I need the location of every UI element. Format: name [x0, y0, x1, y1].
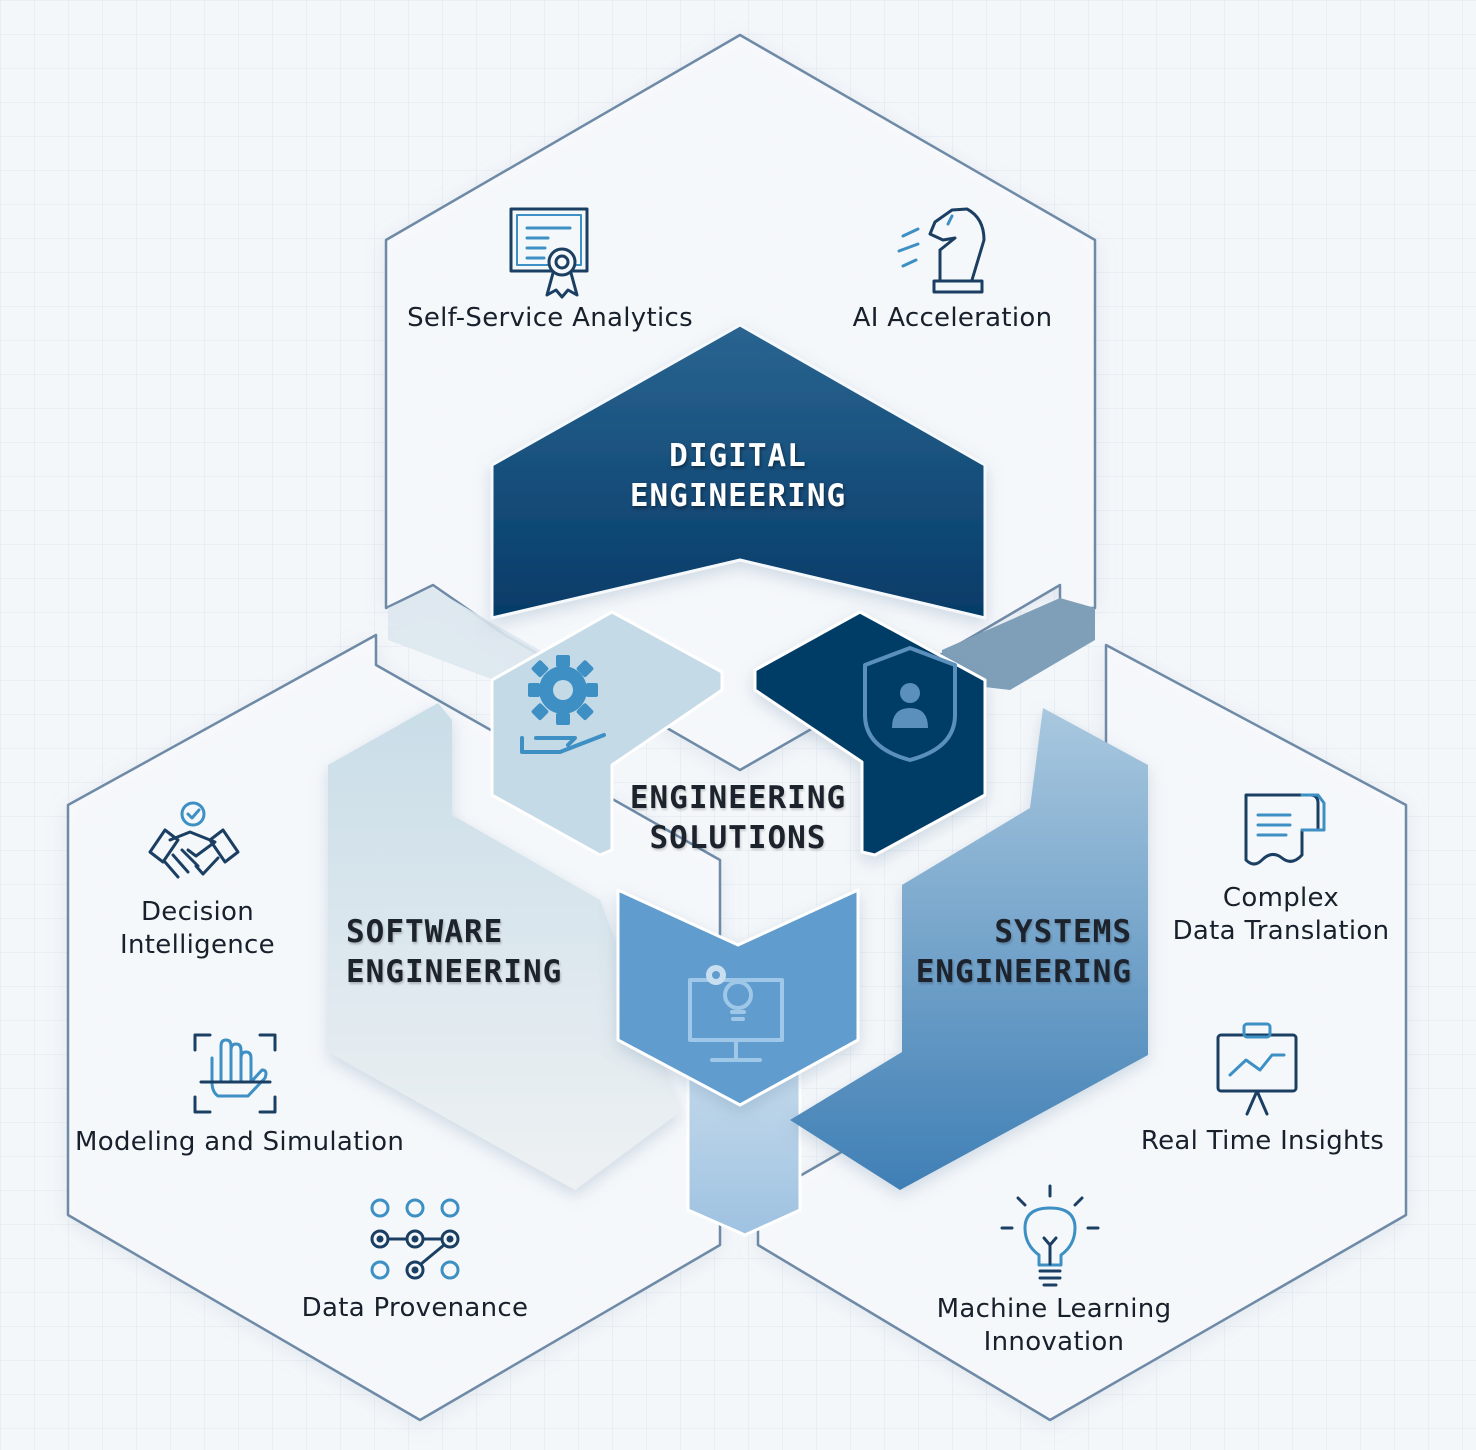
caption-ai-acceleration: AI Acceleration [830, 302, 1075, 335]
caption-complex-data-translation: Complex Data Translation [1165, 882, 1397, 948]
systems-title-line2: ENGINEERING [915, 954, 1132, 990]
systems-pillar [790, 708, 1148, 1190]
digital-pillar [490, 323, 987, 620]
monitor-tile [616, 888, 860, 1107]
software-title-line1: SOFTWARE [346, 914, 504, 950]
software-engineering-title: SOFTWARE ENGINEERING [346, 912, 562, 992]
caption-line: Decision [140, 897, 255, 927]
caption-decision-intelligence: Decision Intelligence [90, 896, 305, 962]
systems-title-line1: SYSTEMS [994, 914, 1132, 950]
chess-knight-icon [897, 207, 986, 294]
digital-title-line2: ENGINEERING [629, 478, 847, 514]
caption-line: Real Time Insights [1140, 1126, 1385, 1156]
caption-line: Complex [1222, 883, 1340, 913]
monitor-idea-icon [688, 965, 784, 1062]
center-title-line2: SOLUTIONS [649, 820, 827, 856]
caption-data-provenance: Data Provenance [295, 1292, 535, 1325]
caption-line: AI Acceleration [852, 303, 1053, 333]
caption-line: Machine Learning [936, 1294, 1172, 1324]
center-title: ENGINEERING SOLUTIONS [600, 778, 876, 858]
caption-line: Data Provenance [301, 1293, 529, 1323]
gear-hand-icon [520, 655, 606, 754]
caption-line: Intelligence [120, 930, 275, 960]
caption-line: Self-Service Analytics [407, 303, 693, 333]
digital-title-line1: DIGITAL [669, 438, 807, 474]
caption-self-service-analytics: Self-Service Analytics [390, 302, 710, 335]
software-title-line2: ENGINEERING [346, 954, 563, 990]
systems-engineering-title: SYSTEMS ENGINEERING [900, 912, 1132, 992]
digital-engineering-title: DIGITAL ENGINEERING [600, 436, 876, 516]
presentation-chart-icon [1216, 1022, 1298, 1116]
caption-line: Data Translation [1172, 916, 1390, 946]
caption-line: Innovation [983, 1327, 1125, 1357]
handshake-icon [148, 801, 240, 879]
node-grid-icon [370, 1198, 460, 1280]
shield-person-icon [863, 646, 957, 762]
document-scroll-icon [1244, 793, 1326, 866]
connector-right [942, 598, 1095, 690]
center-title-line1: ENGINEERING [629, 780, 847, 816]
hand-scan-icon [193, 1033, 277, 1114]
caption-real-time-insights: Real Time Insights [1135, 1125, 1390, 1158]
software-pillar [328, 703, 680, 1190]
caption-machine-learning-innovation: Machine Learning Innovation [925, 1293, 1183, 1359]
caption-line: Modeling and Simulation [75, 1127, 405, 1157]
lightbulb-icon [1000, 1184, 1100, 1287]
caption-modeling-simulation: Modeling and Simulation [75, 1126, 405, 1159]
certificate-icon [509, 207, 589, 299]
